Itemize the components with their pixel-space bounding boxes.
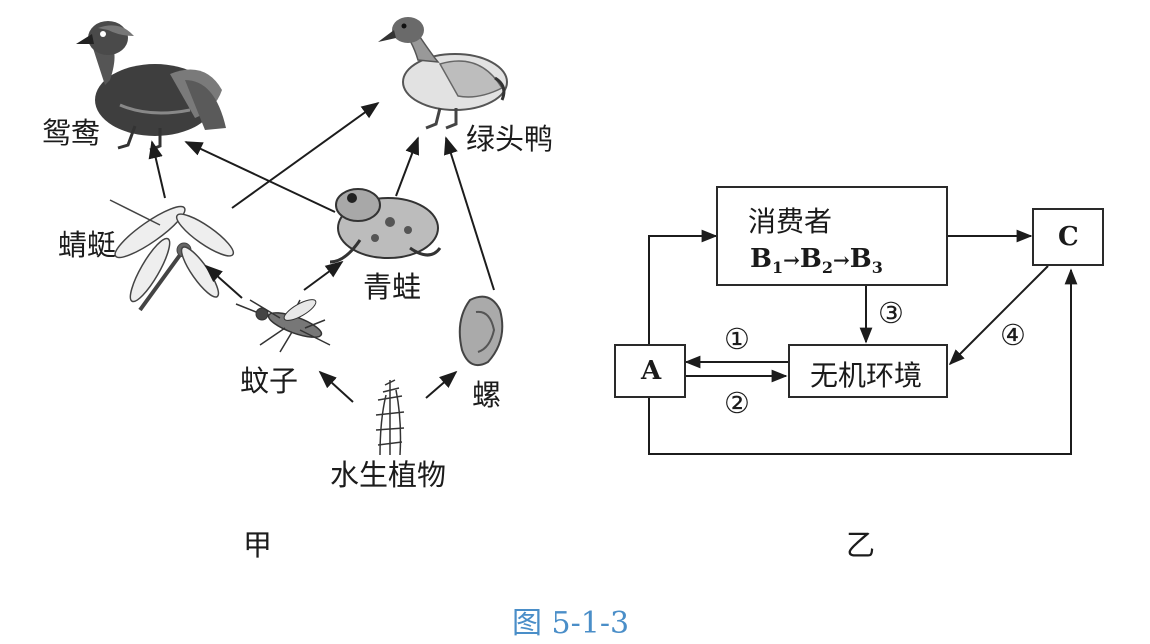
box-c: C <box>1032 208 1104 266</box>
consumer-box: 消费者 B1→B2→B3 <box>716 186 948 286</box>
panel-label-jia: 甲 <box>243 528 273 562</box>
dragonfly-icon <box>109 199 235 312</box>
arrow-label-3: ③ <box>878 296 904 330</box>
food-web-arrows <box>148 101 495 403</box>
label-mandarin-duck: 鸳鸯 <box>42 116 101 150</box>
label-mallard: 绿头鸭 <box>466 122 554 156</box>
label-dragonfly: 蜻蜓 <box>58 228 117 262</box>
mallard-icon <box>378 17 508 130</box>
label-aquatic-plant: 水生植物 <box>330 458 447 492</box>
figure-caption: 图 5-1-3 <box>512 606 630 641</box>
environment-box: 无机环境 <box>788 344 948 398</box>
arrow-label-1: ① <box>724 322 750 356</box>
label-snail: 螺 <box>472 378 502 412</box>
consumer-chain: B1→B2→B3 <box>750 244 883 278</box>
box-a: A <box>614 344 686 398</box>
panel-label-yi: 乙 <box>846 528 876 562</box>
snail-icon <box>458 295 504 366</box>
cycle-arrows <box>648 229 1078 455</box>
aquatic-plant-icon <box>375 379 405 456</box>
arrow-label-4: ④ <box>1000 318 1026 352</box>
mosquito-icon <box>235 299 331 353</box>
label-frog: 青蛙 <box>363 270 422 304</box>
arrow-label-2: ② <box>724 386 750 420</box>
frog-icon <box>329 188 442 264</box>
consumer-title: 消费者 <box>748 205 833 238</box>
label-mosquito: 蚊子 <box>240 364 299 398</box>
